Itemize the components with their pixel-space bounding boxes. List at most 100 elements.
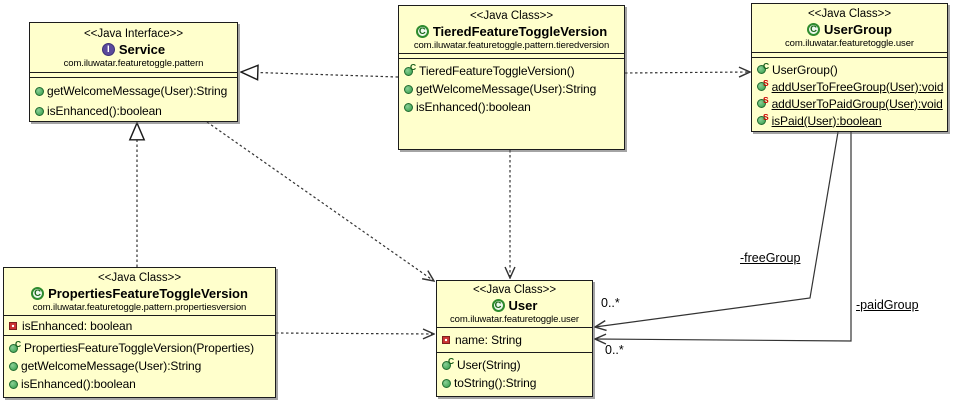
public-method-icon (757, 99, 766, 108)
private-field-icon (9, 321, 17, 330)
class-stereotype: <<Java Class>> (472, 284, 557, 296)
constructor-modifier-icon: C (448, 356, 455, 366)
class-stereotype: <<Java Interface>> (83, 27, 184, 40)
method-label: isEnhanced():boolean (21, 377, 136, 391)
methods-compartment: getWelcomeMessage(User):String isEnhanced… (30, 78, 237, 121)
method-label: toString():String (454, 376, 537, 390)
class-stereotype: <<Java Class>> (807, 8, 892, 20)
field-row[interactable]: isEnhanced: boolean (4, 317, 275, 335)
java-class-icon: C (807, 23, 821, 36)
public-method-icon (404, 102, 413, 112)
public-method-icon (9, 379, 18, 389)
method-label: getWelcomeMessage(User):String (47, 84, 228, 98)
public-method-icon (35, 86, 44, 96)
method-label: UserGroup() (772, 62, 838, 77)
public-method-icon (757, 65, 766, 74)
fields-compartment: isEnhanced: boolean (4, 316, 275, 336)
method-label: PropertiesFeatureToggleVersion(Propertie… (24, 341, 254, 355)
class-name: PropertiesFeatureToggleVersion (48, 285, 248, 301)
constructor-modifier-icon: C (15, 339, 22, 349)
edge-properties-depends-user[interactable] (275, 333, 434, 334)
static-modifier-icon: S (763, 111, 769, 122)
method-row[interactable]: toString():String (437, 374, 592, 392)
class-name: TieredFeatureToggleVersion (432, 23, 608, 39)
role-freegroup-label: -freeGroup (740, 251, 801, 265)
class-name: UserGroup (824, 22, 892, 37)
method-label: addUserToFreeGroup(User):void (771, 79, 944, 94)
method-label: isPaid(User):boolean (771, 113, 882, 128)
fields-compartment (752, 53, 947, 58)
multiplicity-paidgroup-label: 0..* (605, 343, 624, 357)
method-label: User(String) (457, 358, 521, 372)
method-row[interactable]: getWelcomeMessage(User):String (4, 357, 275, 375)
field-label: isEnhanced: boolean (22, 318, 133, 333)
class-package: com.iluwatar.featuretoggle.pattern (63, 57, 204, 69)
field-label: name: String (455, 333, 522, 347)
public-method-icon (9, 343, 18, 353)
method-row[interactable]: getWelcomeMessage(User):String (399, 80, 624, 98)
static-modifier-icon: S (763, 94, 769, 105)
public-method-icon (442, 378, 451, 388)
public-method-icon (757, 82, 766, 91)
fields-compartment (399, 54, 624, 59)
class-package: com.iluwatar.featuretoggle.user (785, 38, 914, 49)
class-package: com.iluwatar.featuretoggle.user (450, 314, 579, 325)
method-label: getWelcomeMessage(User):String (416, 82, 597, 96)
method-row[interactable]: getWelcomeMessage(User):String (30, 81, 237, 101)
fields-compartment: name: String (437, 328, 592, 353)
edge-usergroup-freegroup-user[interactable] (595, 131, 839, 327)
field-row[interactable]: name: String (437, 331, 592, 349)
private-field-icon (442, 336, 450, 344)
class-stereotype: <<Java Class>> (469, 9, 554, 22)
public-method-icon (35, 106, 44, 116)
edge-tiered-depends-usergroup[interactable] (624, 72, 750, 73)
java-class-icon: C (491, 299, 505, 312)
method-label: TieredFeatureToggleVersion() (419, 64, 575, 78)
method-row[interactable]: isEnhanced():boolean (30, 101, 237, 121)
method-row[interactable]: isEnhanced():boolean (4, 375, 275, 393)
class-name: Service (118, 41, 166, 57)
edge-usergroup-paidgroup-user[interactable] (595, 132, 852, 341)
java-interface-icon: I (101, 42, 115, 56)
class-package: com.iluwatar.featuretoggle.pattern.tiere… (413, 39, 610, 51)
class-package: com.iluwatar.featuretoggle.pattern.prope… (32, 301, 247, 313)
multiplicity-freegroup-label: 0..* (601, 296, 620, 310)
edge-service-depends-user[interactable] (206, 121, 434, 281)
public-method-icon (757, 116, 766, 125)
edge-tiered-implements-service[interactable] (241, 72, 399, 77)
class-stereotype: <<Java Class>> (97, 271, 182, 284)
role-paidgroup-label: -paidGroup (856, 298, 919, 312)
public-method-icon (404, 84, 413, 94)
java-class-icon: C (31, 286, 45, 300)
public-method-icon (9, 361, 18, 371)
static-modifier-icon: S (763, 77, 769, 88)
method-row[interactable]: isEnhanced():boolean (399, 98, 624, 116)
constructor-modifier-icon: C (410, 62, 417, 72)
